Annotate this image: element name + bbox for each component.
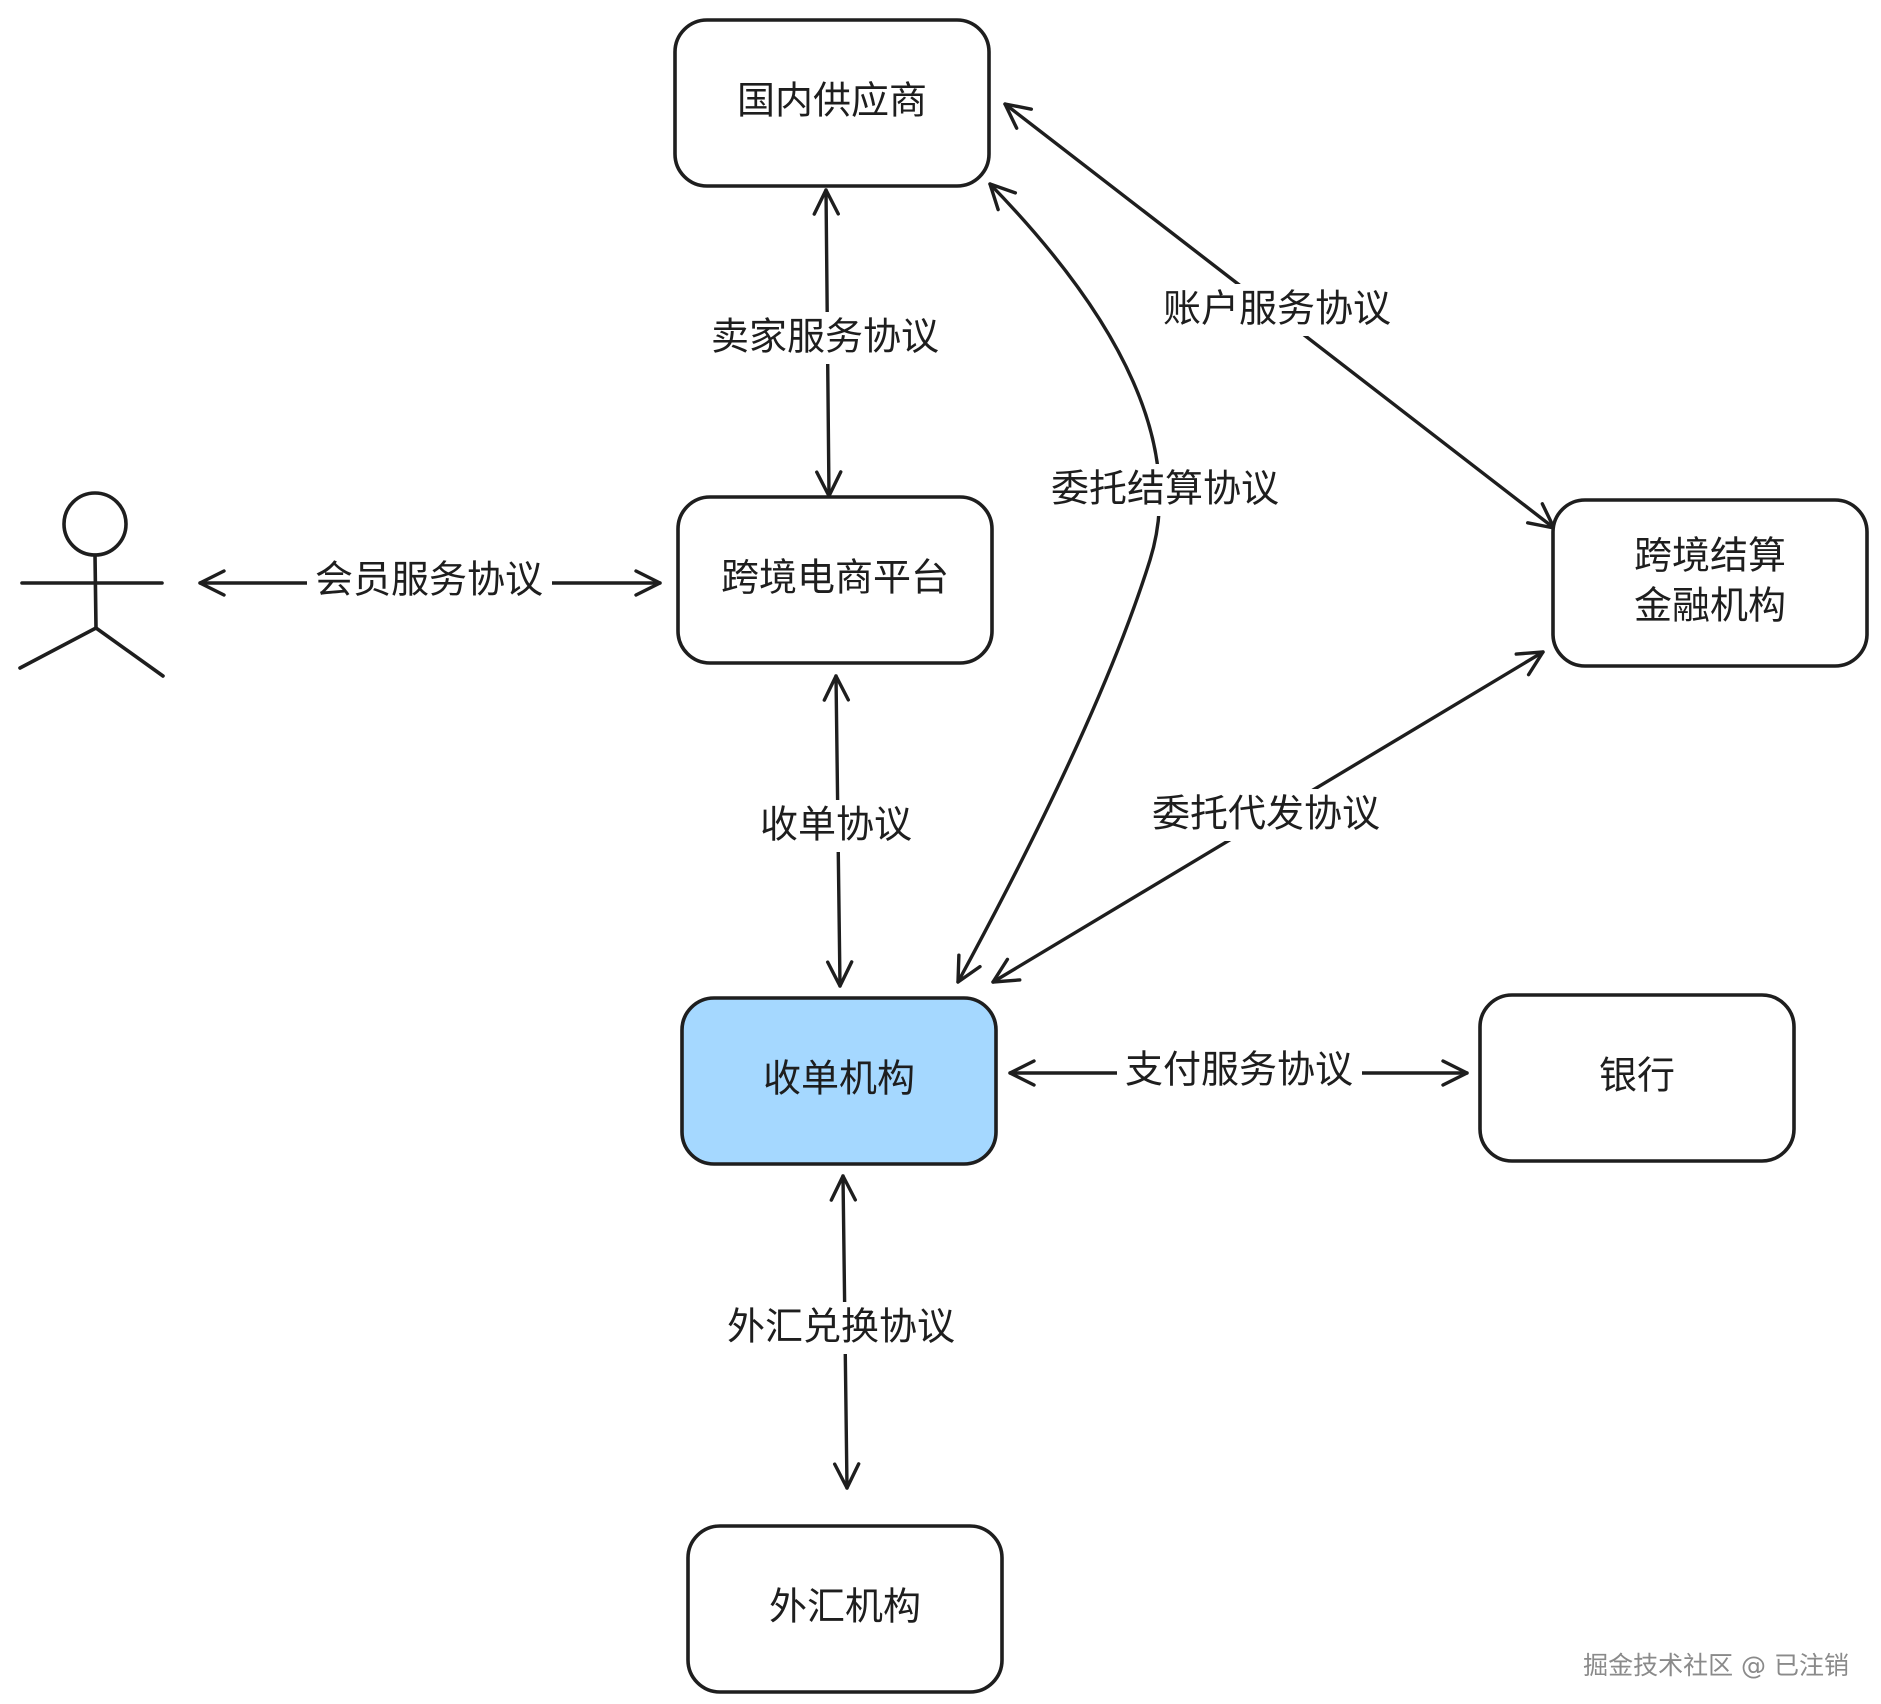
node-cross-border-platform: 跨境电商平台 [676,495,994,665]
node-bank-box [1478,993,1796,1163]
edge-payment-label: 支付服务协议 [1125,1048,1353,1092]
user-actor [18,491,165,678]
edge-member-label-bg [307,555,552,607]
edge-entrust-settle-agreement: 委托结算协议 [956,182,1288,984]
node-settlement-institution-box [1551,498,1869,668]
node-settlement-institution-label-line2: 金融机构 [1634,584,1786,628]
edge-acquiring-label: 收单协议 [760,803,912,847]
edge-member-agreement: 会员服务协议 [198,555,662,607]
actor-legs-icon [18,626,165,678]
edge-member-label: 会员服务协议 [315,558,543,602]
node-domestic-supplier-label: 国内供应商 [737,79,927,123]
edge-payment-label-bg [1117,1045,1362,1097]
edge-payment-agreement: 支付服务协议 [1008,1045,1469,1097]
node-cross-border-platform-box [676,495,994,665]
edge-entrust-pay-agreement: 委托代发协议 [991,650,1545,984]
node-settlement-institution-label-line1: 跨境结算 [1634,534,1786,578]
edge-entrust-settle-label: 委托结算协议 [1051,467,1279,511]
edge-acquiring-label-bg [753,800,919,852]
node-domestic-supplier-box [673,18,991,188]
edge-fx-exchange-agreement: 外汇兑换协议 [718,1174,963,1490]
node-settlement-institution: 跨境结算 金融机构 [1551,498,1869,668]
edge-seller-label-bg [703,312,948,364]
node-acquirer: 收单机构 [680,996,998,1166]
edge-seller-agreement: 卖家服务协议 [703,188,948,498]
node-cross-border-platform-label: 跨境电商平台 [721,556,949,600]
edge-fx-exchange-label: 外汇兑换协议 [727,1305,955,1349]
node-fx-institution-label: 外汇机构 [769,1585,921,1629]
edge-acquiring-agreement: 收单协议 [753,674,919,988]
edge-entrust-pay-label: 委托代发协议 [1152,792,1380,836]
edge-fx-exchange-label-bg [718,1302,963,1354]
node-domestic-supplier: 国内供应商 [673,18,991,188]
node-acquirer-label: 收单机构 [763,1057,915,1101]
edge-account-label: 账户服务协议 [1163,287,1391,331]
edge-account-label-bg [1155,284,1400,336]
edge-seller-label: 卖家服务协议 [711,315,939,359]
node-fx-institution-box [686,1524,1004,1694]
node-bank: 银行 [1478,993,1796,1163]
actor-head-icon [62,491,128,557]
edge-entrust-pay-label-bg [1143,789,1388,841]
edge-entrust-settle-label-bg [1043,464,1288,516]
node-acquirer-box [680,996,998,1166]
watermark: 掘金技术社区 @ 已注销 [1583,1651,1849,1680]
edge-account-agreement: 账户服务协议 [1003,102,1556,530]
node-bank-label: 银行 [1599,1054,1675,1098]
actor-body-icon [93,553,98,630]
node-fx-institution: 外汇机构 [686,1524,1004,1694]
